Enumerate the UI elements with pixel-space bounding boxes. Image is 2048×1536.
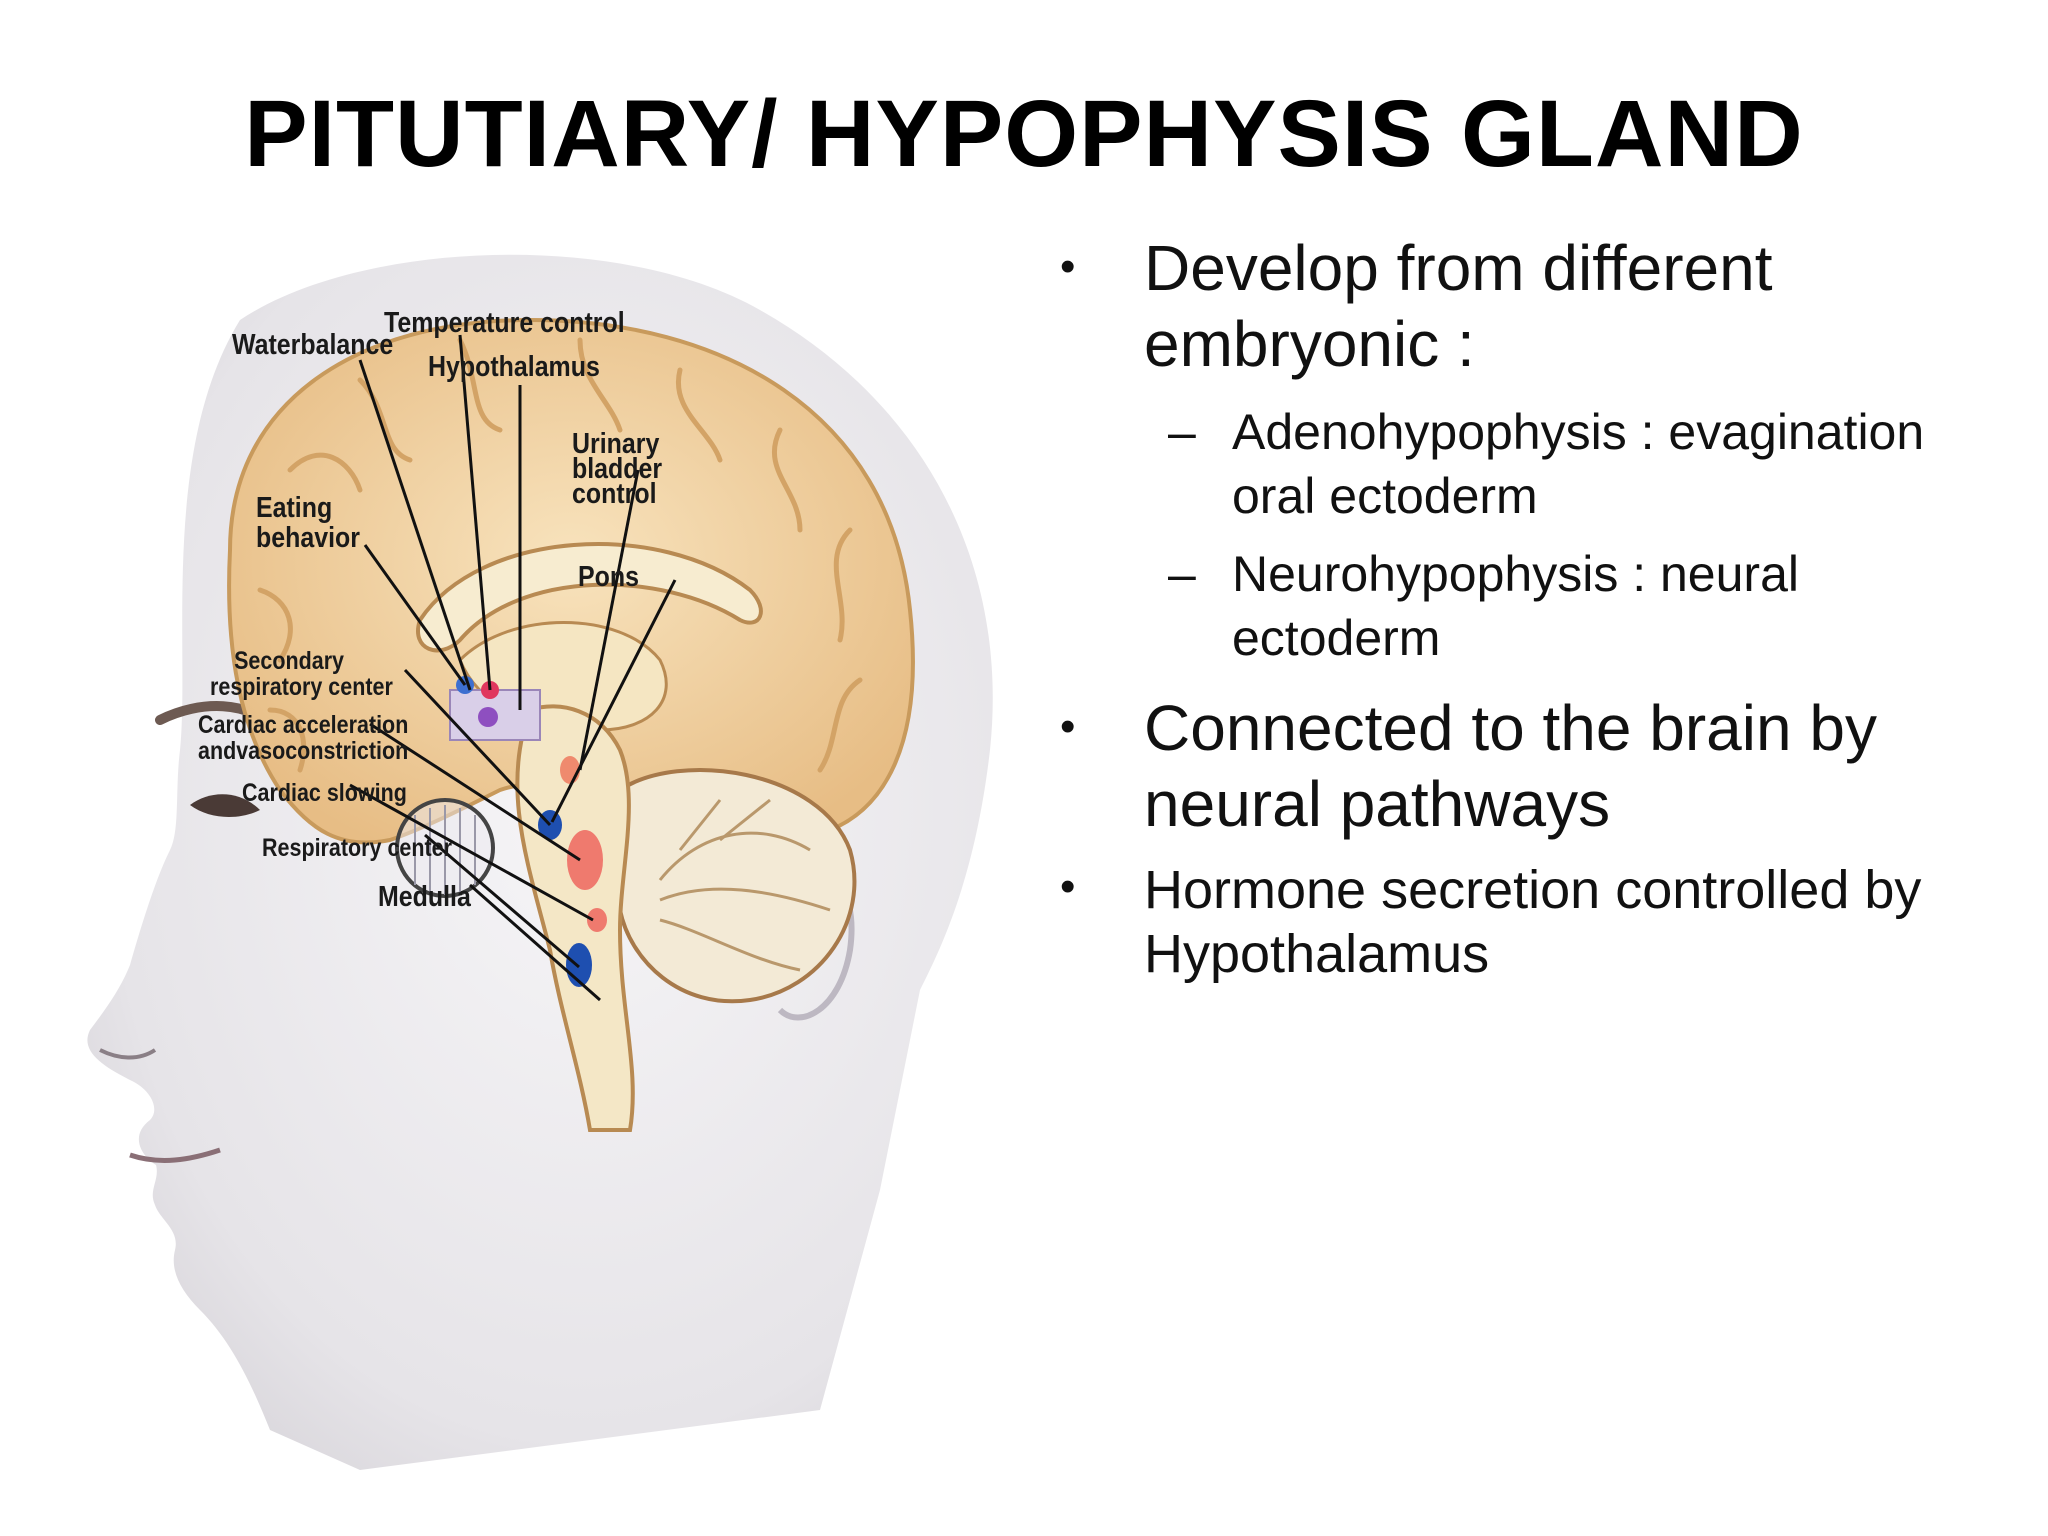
label-cardiac-slowing: Cardiac slowing — [242, 779, 407, 807]
sub-bullet-text-1: Adenohypophysis : evagination oral ectod… — [1232, 404, 1925, 524]
bullet-text-2: Connected to the brain by neural pathway… — [1144, 692, 1877, 840]
nostril — [99, 1048, 157, 1060]
magnifier-hatching — [414, 805, 476, 895]
label-temperature-control: Temperature control — [384, 307, 625, 339]
bullet-dot: • — [1060, 242, 1076, 291]
mouth — [129, 1147, 221, 1163]
label-respiratory-center: Respiratory center — [262, 834, 453, 862]
bullet-text-1: Develop from different embryonic : — [1144, 232, 1773, 380]
head-brain-illustration — [87, 254, 993, 1470]
nucleus-cardiac-acceleration — [567, 830, 603, 890]
label-cardiac-acceleration: Cardiac acceleration andvasoconstriction — [198, 711, 409, 765]
leader-lines — [349, 334, 677, 1002]
bullet-text-3: Hormone secretion controlled by Hypothal… — [1144, 860, 1922, 984]
label-hypothalamus: Hypothalamus — [428, 351, 600, 383]
label-medulla: Medulla — [378, 881, 471, 913]
nucleus-cardiac-slowing — [587, 908, 607, 932]
eye — [190, 794, 260, 817]
sub-bullet-item-1: – Adenohypophysis : evagination oral ect… — [1168, 400, 2008, 528]
label-urinary-bladder-control: Urinary bladder control — [572, 428, 663, 510]
gyri-lines — [257, 337, 863, 773]
bullet-item-2: • Connected to the brain by neural pathw… — [1060, 690, 2000, 842]
slide-title: PITUTIARY/ HYPOPHYSIS GLAND — [244, 81, 1804, 187]
sub-bullet-item-2: – Neurohypophysis : neural ectoderm — [1168, 542, 2008, 670]
sub-bullet-dash: – — [1168, 546, 1196, 602]
label-secondary-respiratory-center: Secondary respiratory center — [210, 647, 393, 701]
corpus-callosum — [416, 542, 763, 653]
nucleus-purple — [478, 707, 498, 727]
bullet-dot: • — [1060, 702, 1076, 751]
bullet-item-3: • Hormone secretion controlled by Hypoth… — [1060, 858, 2000, 986]
brain-figure: Waterbalance Temperature control Hypotha… — [60, 230, 1020, 1530]
sub-bullet-dash: – — [1168, 404, 1196, 460]
label-eating-behavior: Eating behavior — [256, 492, 360, 554]
bullet-dot: • — [1060, 862, 1076, 911]
label-pons: Pons — [578, 561, 639, 593]
sub-bullet-text-2: Neurohypophysis : neural ectoderm — [1232, 546, 1799, 666]
label-water-balance: Waterbalance — [232, 329, 394, 361]
bullet-item-1: • Develop from different embryonic : — [1060, 230, 2000, 382]
arbor-vitae — [658, 798, 831, 972]
